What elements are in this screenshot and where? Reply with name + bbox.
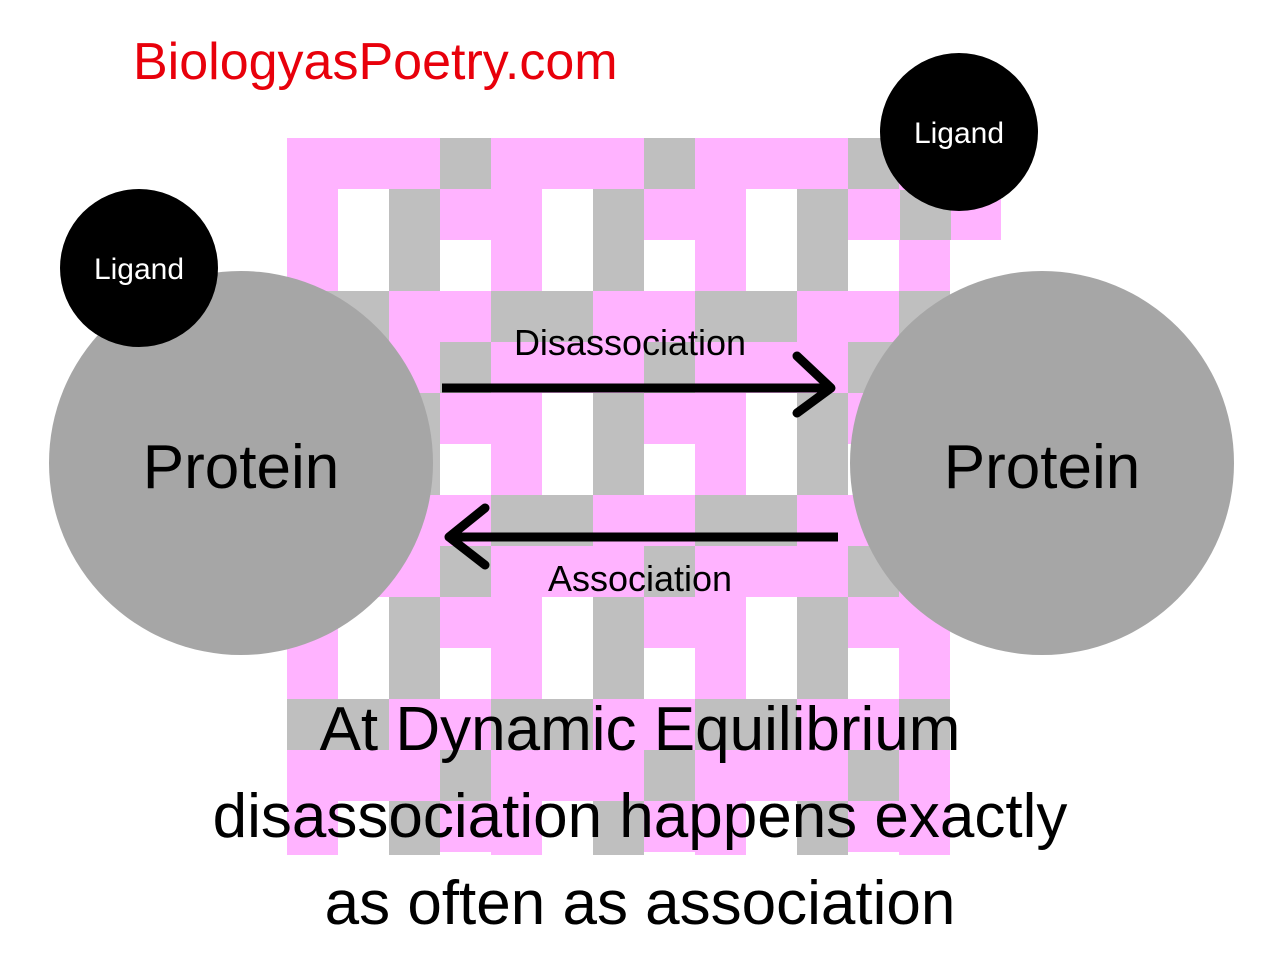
caption: At Dynamic Equilibrium disassociation ha… (0, 686, 1280, 947)
arrow-right-icon (442, 351, 836, 418)
caption-line-3: as often as association (324, 869, 956, 938)
left-protein (49, 271, 433, 655)
forward-reaction-label: Disassociation (514, 322, 746, 363)
right-protein-label: Protein (944, 433, 1140, 502)
arrow-left-icon (444, 503, 838, 570)
right-complex: Ligand Protein (850, 53, 1234, 655)
caption-line-2: disassociation happens exactly (212, 782, 1068, 851)
site-title: BiologyasPoetry.com (133, 33, 618, 91)
left-complex: Ligand Protein (49, 189, 433, 655)
right-protein (850, 271, 1234, 655)
reverse-reaction: Association (444, 503, 838, 599)
left-protein-label: Protein (143, 433, 339, 502)
reverse-reaction-label: Association (548, 558, 732, 599)
left-ligand-label: Ligand (94, 253, 184, 286)
left-ligand (60, 189, 218, 347)
forward-reaction: Disassociation (442, 322, 836, 418)
caption-line-1: At Dynamic Equilibrium (319, 695, 961, 764)
right-ligand-label: Ligand (914, 117, 1004, 150)
right-ligand (880, 53, 1038, 211)
